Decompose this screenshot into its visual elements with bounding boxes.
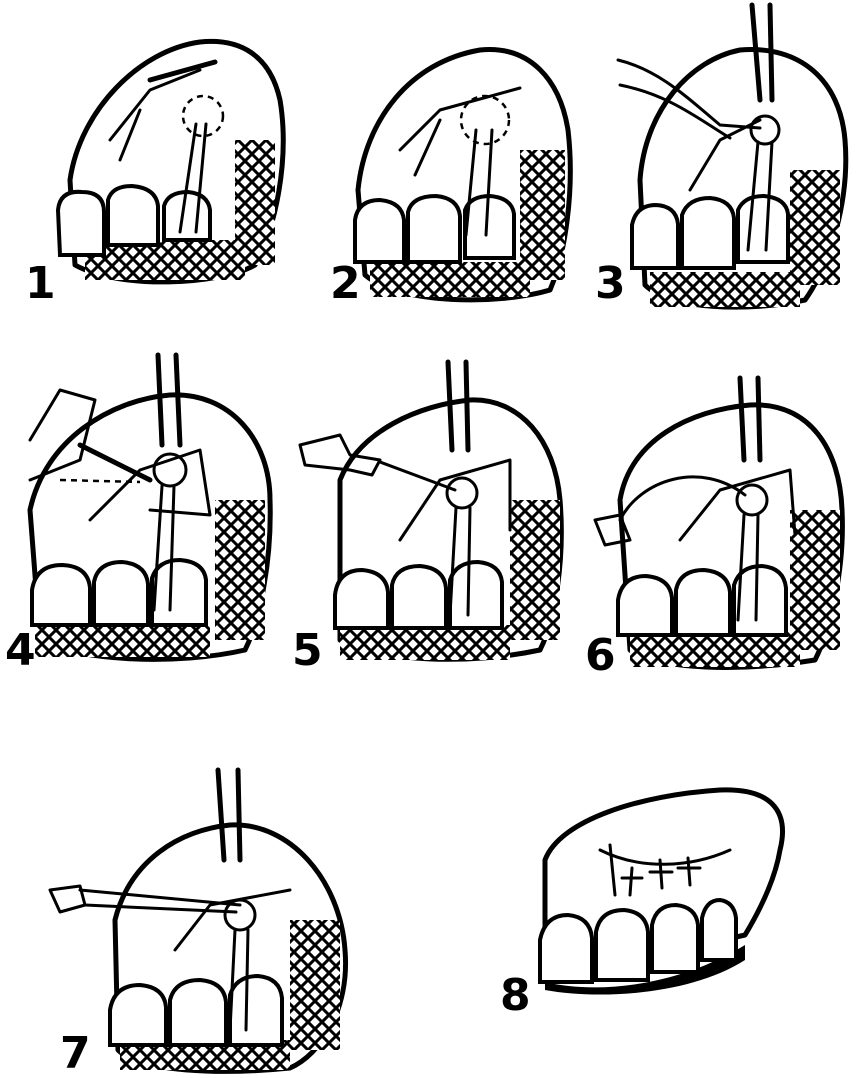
panel-step-2 [355,50,570,300]
step-label: 6 [585,630,616,681]
panel-step-3 [618,5,846,307]
panel-step-6 [595,378,842,667]
panel-step-1 [58,41,283,281]
step-label: 7 [60,1028,91,1078]
step-label: 3 [595,258,626,309]
step-label: 8 [500,970,531,1021]
panel-step-8 [540,790,783,995]
panel-step-4 [30,355,270,659]
step-label: 5 [292,625,323,676]
step-label: 1 [25,258,56,309]
step-label: 2 [330,258,361,309]
panel-step-7 [50,770,346,1071]
step-label: 4 [5,625,36,676]
panel-step-5 [300,362,561,660]
